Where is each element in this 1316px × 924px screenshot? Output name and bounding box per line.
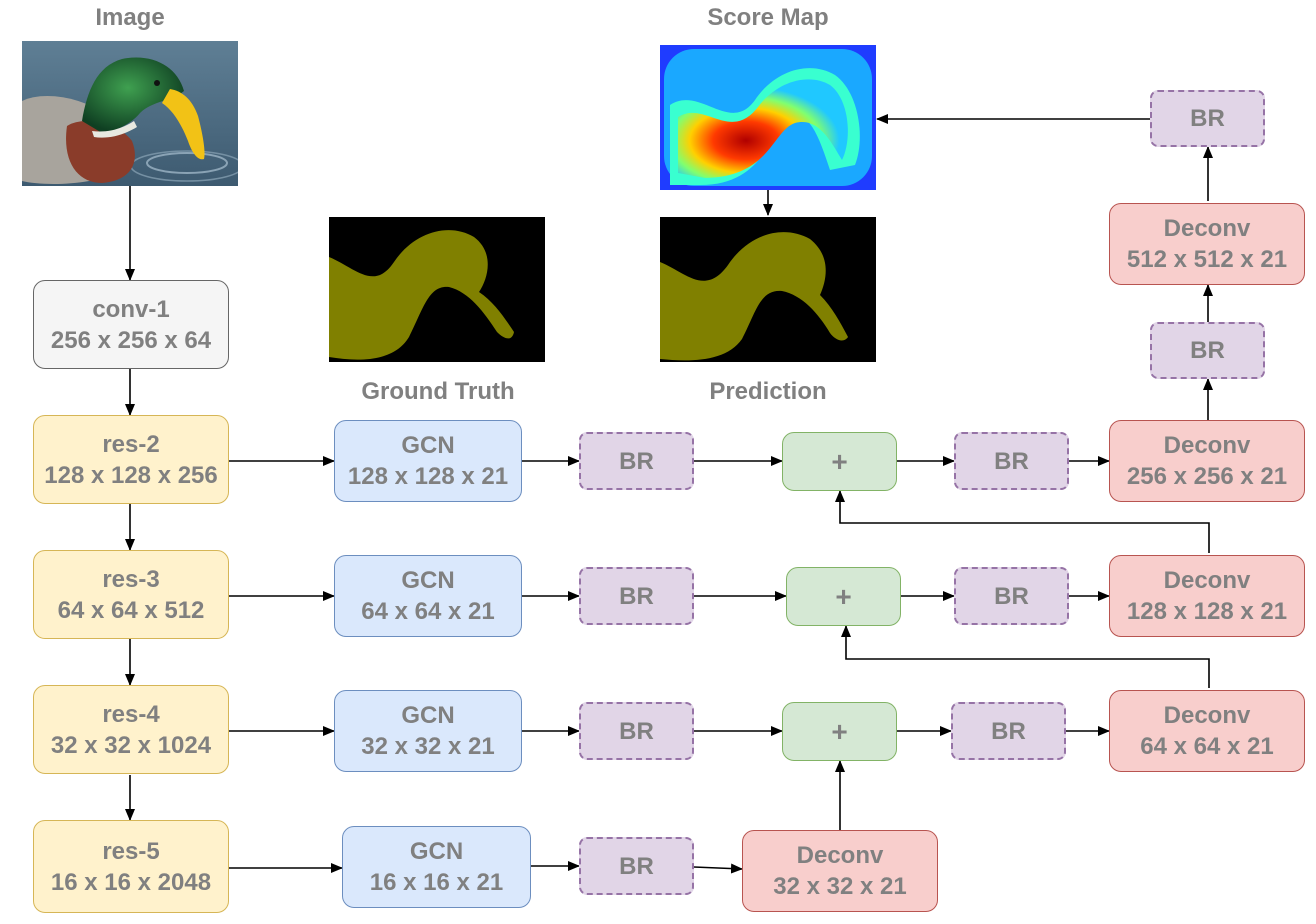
- sum-row3-label: +: [835, 581, 852, 612]
- res4-node: res-4 32 x 32 x 1024: [33, 685, 229, 774]
- br-gcn3-label: BR: [619, 582, 654, 610]
- sum-row2-label: +: [831, 446, 848, 477]
- br-gcn5: BR: [579, 837, 694, 895]
- res4-dims: 32 x 32 x 1024: [50, 731, 212, 759]
- br-top-label: BR: [1190, 105, 1225, 132]
- res5-dims: 16 x 16 x 2048: [50, 868, 212, 896]
- deconv-row3-dims: 128 x 128 x 21: [1126, 598, 1288, 625]
- deconv-row2: Deconv 256 x 256 x 21: [1109, 420, 1305, 502]
- conv1-dims: 256 x 256 x 64: [50, 326, 212, 354]
- br-gcn2: BR: [579, 432, 694, 490]
- ground-truth-mask: [329, 217, 545, 362]
- sum-node-row2: +: [782, 432, 897, 491]
- br-sum3: BR: [954, 567, 1069, 625]
- br-gcn3: BR: [579, 567, 694, 625]
- gcn3-node: GCN 64 x 64 x 21: [334, 555, 522, 637]
- deconv-row4-name: Deconv: [1163, 702, 1251, 729]
- deconv-row5: Deconv 32 x 32 x 21: [742, 830, 938, 912]
- res3-dims: 64 x 64 x 512: [57, 596, 205, 624]
- deconv-row5-dims: 32 x 32 x 21: [773, 873, 907, 900]
- gcn5-dims: 16 x 16 x 21: [369, 869, 504, 896]
- res2-dims: 128 x 128 x 256: [44, 461, 218, 489]
- br-sum3-label: BR: [994, 582, 1029, 610]
- res3-node: res-3 64 x 64 x 512: [33, 550, 229, 639]
- deconv-row4-dims: 64 x 64 x 21: [1140, 733, 1274, 760]
- input-image: [22, 41, 238, 186]
- br-gcn4: BR: [579, 702, 694, 760]
- caption-prediction: Prediction: [709, 378, 827, 405]
- gcn2-node: GCN 128 x 128 x 21: [334, 420, 522, 502]
- conv1-name: conv-1: [92, 295, 170, 323]
- br-sum2-label: BR: [994, 447, 1029, 475]
- res5-name: res-5: [102, 837, 160, 865]
- deconv-row2-dims: 256 x 256 x 21: [1126, 463, 1288, 490]
- score-map-image: [660, 45, 876, 190]
- br-gcn4-label: BR: [619, 717, 654, 745]
- sum-node-row4: +: [782, 702, 897, 761]
- br-top: BR: [1150, 90, 1265, 147]
- br-sum2: BR: [954, 432, 1069, 490]
- res5-node: res-5 16 x 16 x 2048: [33, 820, 229, 913]
- br-gcn2-label: BR: [619, 447, 654, 475]
- gcn3-dims: 64 x 64 x 21: [361, 598, 495, 625]
- deconv-top: Deconv 512 x 512 x 21: [1109, 203, 1305, 285]
- sum-node-row3: +: [786, 567, 901, 626]
- deconv-row3: Deconv 128 x 128 x 21: [1109, 555, 1305, 637]
- gcn2-name: GCN: [401, 432, 455, 459]
- deconv-row3-name: Deconv: [1163, 567, 1251, 594]
- conv1-node: conv-1 256 x 256 x 64: [33, 280, 229, 369]
- gcn5-name: GCN: [409, 838, 464, 865]
- gcn3-name: GCN: [401, 567, 455, 594]
- deconv-top-dims: 512 x 512 x 21: [1126, 246, 1288, 273]
- gcn4-name: GCN: [401, 702, 455, 729]
- res2-name: res-2: [102, 430, 160, 458]
- br-sum4: BR: [951, 702, 1066, 760]
- caption-score-map: Score Map: [707, 4, 829, 31]
- sum-row4-label: +: [831, 716, 848, 747]
- br-gcn5-label: BR: [619, 852, 654, 880]
- res4-name: res-4: [102, 700, 160, 728]
- caption-image: Image: [95, 4, 165, 31]
- br-upper: BR: [1150, 322, 1265, 379]
- deconv-row5-name: Deconv: [796, 842, 884, 869]
- prediction-mask: [660, 217, 876, 362]
- res2-node: res-2 128 x 128 x 256: [33, 415, 229, 504]
- edge-deconv4-sum3: [841, 625, 1210, 688]
- res3-name: res-3: [102, 565, 160, 593]
- gcn4-node: GCN 32 x 32 x 21: [334, 690, 522, 772]
- br-sum4-label: BR: [991, 717, 1026, 745]
- deconv-row4: Deconv 64 x 64 x 21: [1109, 690, 1305, 772]
- br-upper-label: BR: [1190, 337, 1225, 364]
- edge-deconv3-sum2: [835, 490, 1210, 553]
- deconv-top-name: Deconv: [1163, 215, 1251, 242]
- gcn5-node: GCN 16 x 16 x 21: [342, 826, 531, 908]
- caption-ground-truth: Ground Truth: [361, 378, 515, 405]
- deconv-row2-name: Deconv: [1163, 432, 1251, 459]
- edge-br5-deconv: [693, 863, 743, 874]
- gcn4-dims: 32 x 32 x 21: [361, 733, 495, 760]
- gcn2-dims: 128 x 128 x 21: [347, 463, 509, 490]
